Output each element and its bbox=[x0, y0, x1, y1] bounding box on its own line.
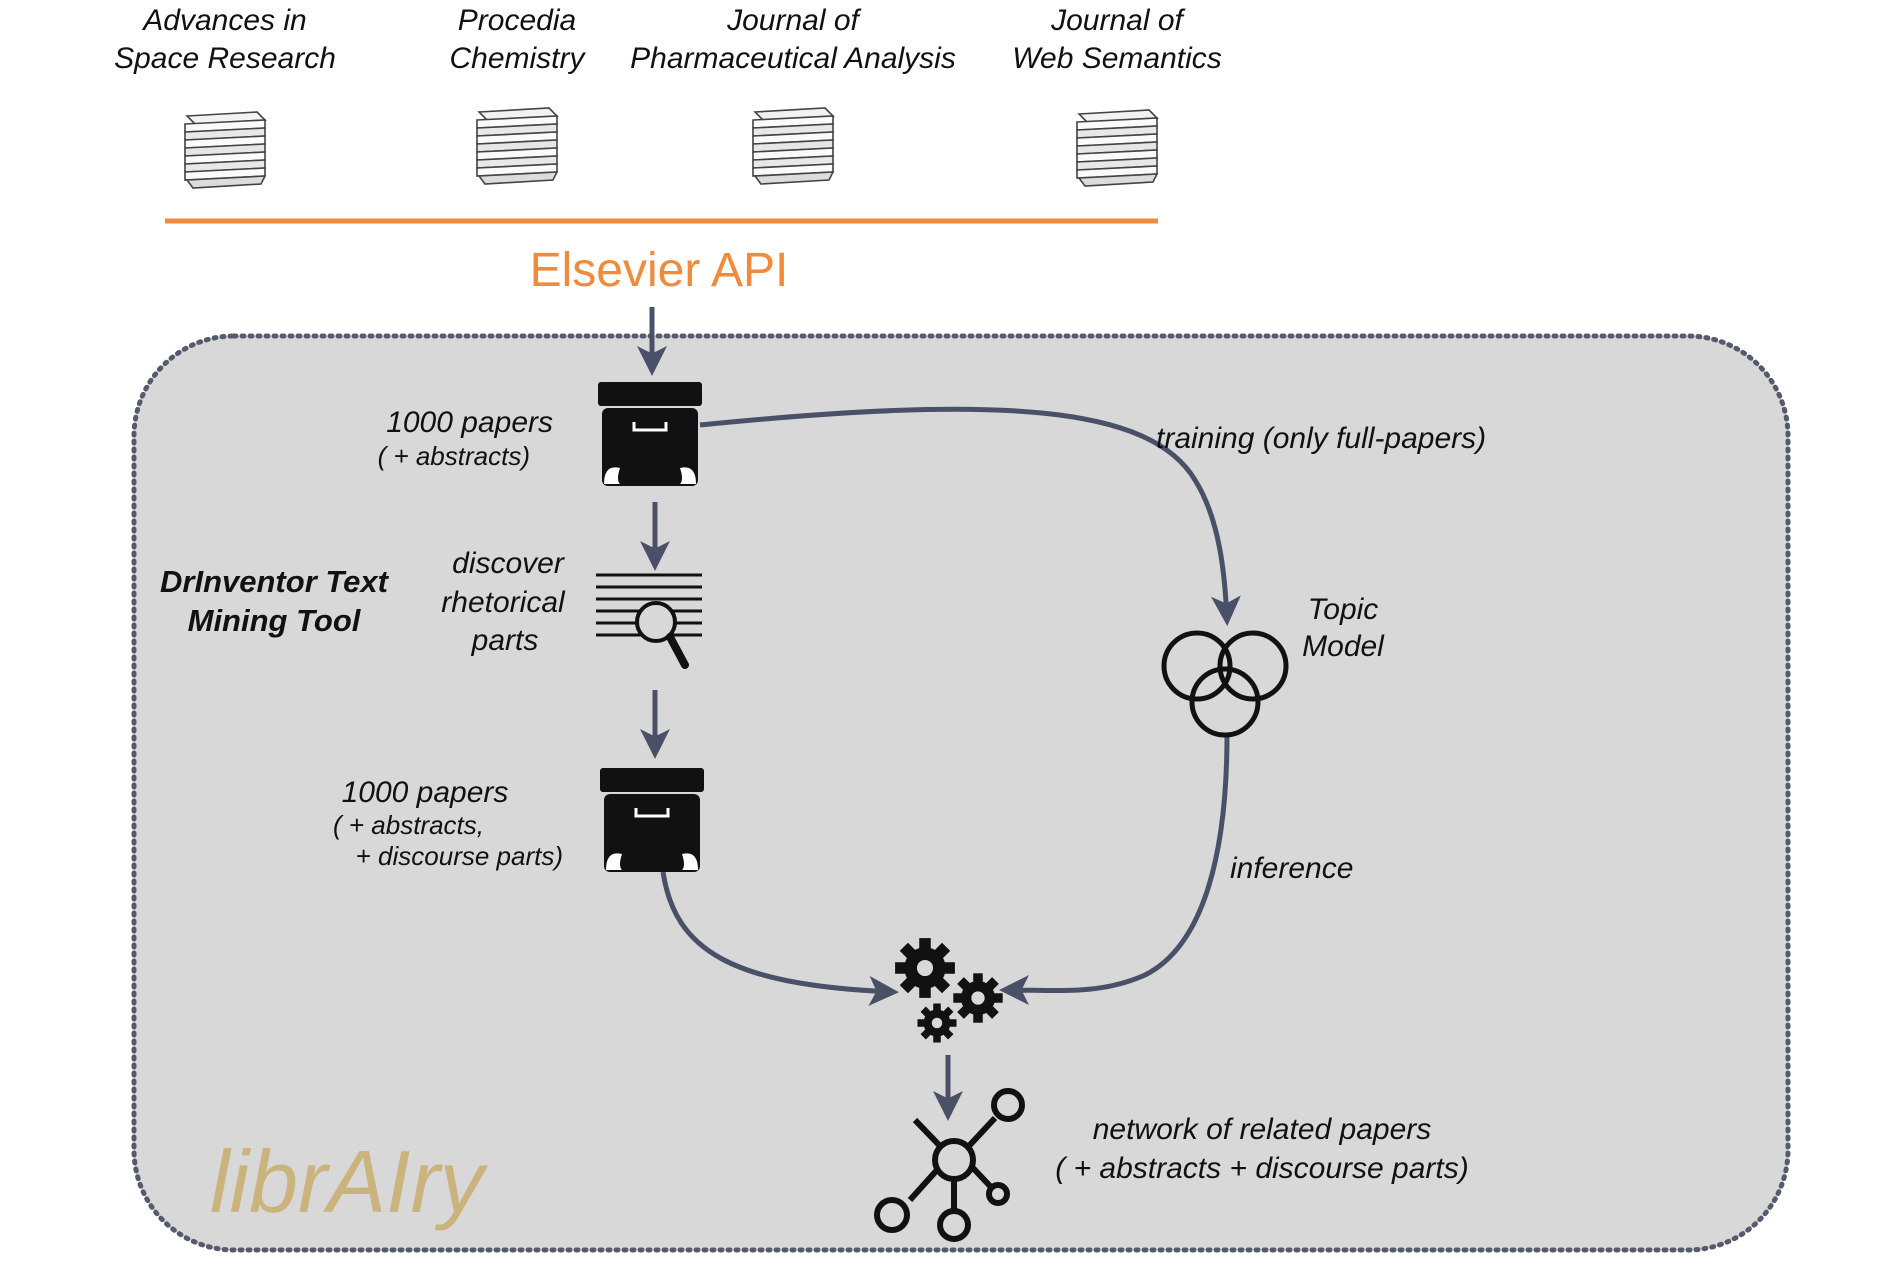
journal-procedia: Procedia Chemistry bbox=[449, 4, 587, 185]
topic-model-line2: Model bbox=[1302, 630, 1385, 663]
journal-websemantics: Journal of Web Semantics bbox=[1012, 4, 1222, 187]
discover-icon bbox=[596, 573, 702, 669]
discover-line2: rhetorical bbox=[441, 586, 566, 619]
journal-line1: Journal of bbox=[726, 4, 861, 37]
journal-line1: Journal of bbox=[1050, 4, 1185, 37]
librairy-panel bbox=[131, 333, 1791, 1253]
box1-sub: ( + abstracts) bbox=[378, 441, 530, 471]
archive-box-icon bbox=[598, 766, 706, 874]
network-line2: ( + abstracts + discourse parts) bbox=[1055, 1152, 1469, 1185]
logo-text: librAIry bbox=[210, 1132, 489, 1231]
journal-advances: Advances in Space Research bbox=[114, 4, 336, 189]
tool-label-line1: DrInventor Text bbox=[160, 564, 390, 599]
network-line1: network of related papers bbox=[1093, 1113, 1432, 1146]
journal-line2: Pharmaceutical Analysis bbox=[630, 42, 956, 75]
journal-line2: Chemistry bbox=[449, 42, 586, 75]
paper-stack-icon bbox=[476, 107, 558, 185]
librairy-logo: librAIry bbox=[210, 1132, 489, 1231]
discover-line1: discover bbox=[452, 547, 565, 580]
elsevier-api-label: Elsevier API bbox=[530, 244, 789, 297]
paper-stack-icon bbox=[184, 111, 266, 189]
archive-box-icon bbox=[596, 380, 704, 488]
arrow-inference bbox=[999, 734, 1230, 1006]
paper-stack-icon bbox=[1076, 109, 1158, 187]
box2-sub2: + discourse parts) bbox=[356, 841, 563, 871]
arrow-box2-to-gears bbox=[660, 871, 899, 1006]
arrow-training bbox=[699, 406, 1241, 626]
paper-stack-icon bbox=[752, 107, 834, 185]
journal-line2: Web Semantics bbox=[1012, 42, 1222, 75]
box2-title: 1000 papers bbox=[342, 776, 509, 809]
training-label: training (only full-papers) bbox=[1156, 422, 1486, 455]
journal-line1: Advances in bbox=[141, 4, 306, 37]
box1-title: 1000 papers bbox=[386, 406, 553, 439]
inference-label: inference bbox=[1230, 852, 1353, 885]
box2-sub1: ( + abstracts, bbox=[333, 810, 484, 840]
network-icon bbox=[874, 1088, 1025, 1242]
journal-line1: Procedia bbox=[458, 4, 576, 37]
journal-line2: Space Research bbox=[114, 42, 336, 75]
journal-pharma: Journal of Pharmaceutical Analysis bbox=[630, 4, 956, 185]
topic-model-line1: Topic bbox=[1308, 593, 1379, 626]
tool-label-line2: Mining Tool bbox=[188, 603, 362, 638]
discover-line3: parts bbox=[471, 624, 539, 657]
topic-model-icon bbox=[1161, 630, 1289, 738]
